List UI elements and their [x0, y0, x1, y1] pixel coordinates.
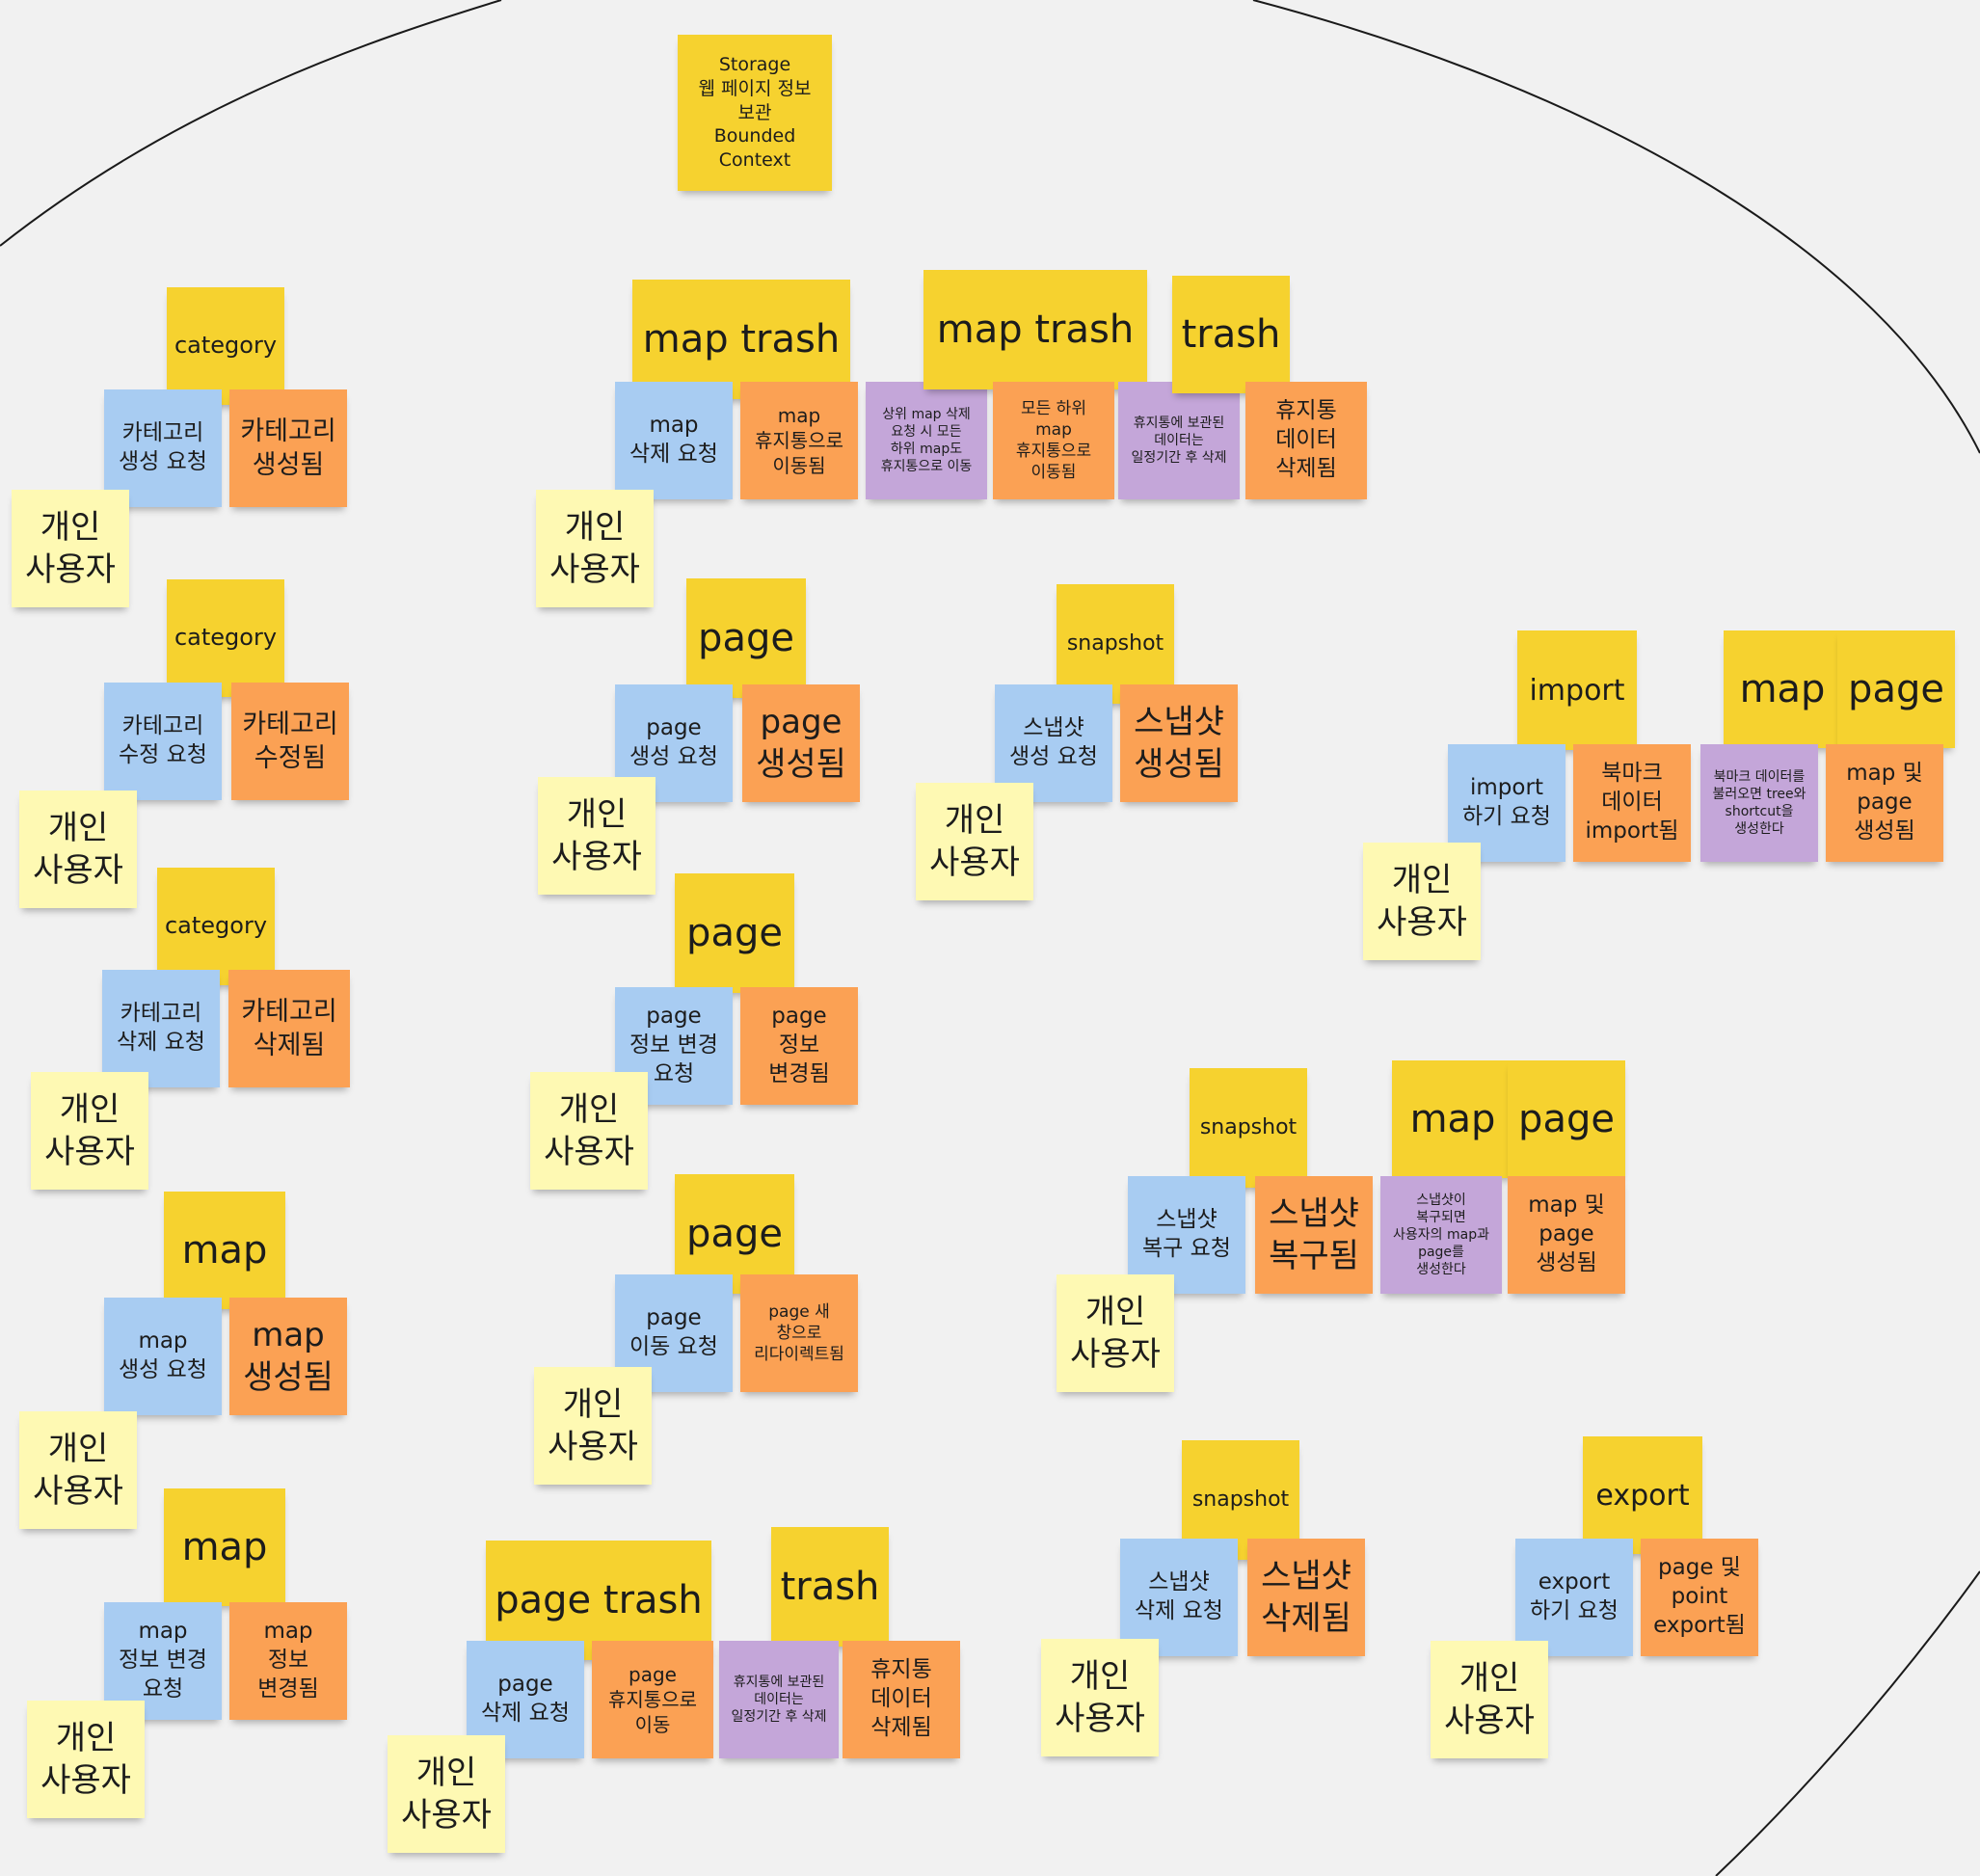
sticky-note-pg1-ag[interactable]: page: [686, 578, 806, 698]
sticky-note-pt-act[interactable]: 개인 사용자: [388, 1735, 505, 1853]
sticky-note-map2-evt[interactable]: map 정보 변경됨: [229, 1602, 347, 1720]
sticky-note-mt-evt3[interactable]: 휴지통 데이터 삭제됨: [1245, 382, 1367, 499]
sticky-note-mt-ag2[interactable]: map trash: [923, 270, 1147, 389]
sticky-note-sn2-cmd[interactable]: 스냅샷 복구 요청: [1128, 1176, 1245, 1294]
sticky-note-mt-evt2[interactable]: 모든 하위 map 휴지통으로 이동됨: [993, 382, 1114, 499]
sticky-note-mt-act[interactable]: 개인 사용자: [536, 490, 654, 607]
sticky-note-map2-act[interactable]: 개인 사용자: [27, 1701, 145, 1818]
sticky-note-im-ag3[interactable]: page: [1837, 630, 1955, 748]
sticky-note-cat2-evt[interactable]: 카테고리 수정됨: [231, 683, 349, 800]
sticky-note-sn3-cmd[interactable]: 스냅샷 삭제 요청: [1120, 1539, 1238, 1656]
sticky-note-map2-ag[interactable]: map: [164, 1488, 285, 1606]
sticky-note-pg2-act[interactable]: 개인 사용자: [530, 1072, 648, 1190]
sticky-note-context[interactable]: Storage 웹 페이지 정보 보관 Bounded Context: [678, 35, 832, 191]
sticky-note-pg3-evt[interactable]: page 새 창으로 리다이렉트됨: [740, 1274, 858, 1392]
sticky-note-mt-ag3[interactable]: trash: [1172, 276, 1290, 393]
sticky-note-sn2-ag3[interactable]: page: [1508, 1060, 1625, 1178]
sticky-note-pg2-evt[interactable]: page 정보 변경됨: [740, 987, 858, 1105]
sticky-note-sn2-ag[interactable]: snapshot: [1190, 1068, 1307, 1188]
sticky-note-im-pol[interactable]: 북마크 데이터를 불러오면 tree와 shortcut을 생성한다: [1700, 744, 1818, 862]
sticky-note-cat3-ag[interactable]: category: [157, 868, 275, 985]
sticky-note-im-ag[interactable]: import: [1517, 630, 1637, 750]
sticky-note-ex-ag[interactable]: export: [1583, 1436, 1702, 1554]
sticky-note-cat3-act[interactable]: 개인 사용자: [31, 1072, 148, 1190]
sticky-note-map2-cmd[interactable]: map 정보 변경 요청: [104, 1602, 222, 1720]
sticky-note-im-act[interactable]: 개인 사용자: [1363, 843, 1481, 960]
sticky-note-pg3-ag[interactable]: page: [675, 1174, 794, 1294]
sticky-note-im-cmd[interactable]: import 하기 요청: [1448, 744, 1565, 862]
sticky-note-pg1-act[interactable]: 개인 사용자: [538, 777, 656, 895]
sticky-note-ex-cmd[interactable]: export 하기 요청: [1515, 1539, 1633, 1656]
sticky-note-pt-ag1[interactable]: page trash: [486, 1541, 711, 1660]
sticky-note-cat2-ag[interactable]: category: [167, 579, 284, 697]
sticky-note-pt-pol[interactable]: 휴지통에 보관된 데이터는 일정기간 후 삭제: [719, 1641, 839, 1758]
sticky-note-sn3-evt[interactable]: 스냅샷 삭제됨: [1247, 1539, 1365, 1656]
sticky-note-sn2-pol[interactable]: 스냅샷이 복구되면 사용자의 map과 page를 생성한다: [1380, 1176, 1502, 1294]
sticky-note-cat2-act[interactable]: 개인 사용자: [19, 791, 137, 908]
sticky-note-mt-cmd[interactable]: map 삭제 요청: [615, 382, 733, 499]
sticky-note-pt-cmd[interactable]: page 삭제 요청: [467, 1641, 584, 1758]
sticky-note-map1-cmd[interactable]: map 생성 요청: [104, 1298, 222, 1415]
sticky-note-im-evt[interactable]: 북마크 데이터 import됨: [1573, 744, 1691, 862]
sticky-note-mt-pol1[interactable]: 상위 map 삭제 요청 시 모든 하위 map도 휴지통으로 이동: [866, 382, 987, 499]
sticky-note-pg1-evt[interactable]: page 생성됨: [742, 684, 860, 802]
sticky-note-cat1-evt[interactable]: 카테고리 생성됨: [229, 389, 347, 507]
sticky-note-map1-ag[interactable]: map: [164, 1192, 285, 1309]
sticky-note-pt-evt2[interactable]: 휴지통 데이터 삭제됨: [843, 1641, 960, 1758]
sticky-note-sn1-act[interactable]: 개인 사용자: [916, 783, 1033, 900]
sticky-note-mt-evt1[interactable]: map 휴지통으로 이동됨: [740, 382, 858, 499]
sticky-note-sn2-evt[interactable]: 스냅샷 복구됨: [1255, 1176, 1373, 1294]
sticky-note-sn2-evt2[interactable]: map 및 page 생성됨: [1508, 1176, 1625, 1294]
sticky-note-sn1-evt[interactable]: 스냅샷 생성됨: [1120, 684, 1238, 802]
sticky-note-sn2-ag2[interactable]: map: [1392, 1060, 1513, 1178]
sticky-note-sn1-ag[interactable]: snapshot: [1057, 584, 1174, 704]
sticky-note-map1-act[interactable]: 개인 사용자: [19, 1411, 137, 1529]
sticky-note-ex-evt[interactable]: page 및 point export됨: [1641, 1539, 1758, 1656]
sticky-note-pg3-act[interactable]: 개인 사용자: [534, 1367, 652, 1485]
sticky-note-cat1-act[interactable]: 개인 사용자: [12, 490, 129, 607]
sticky-note-cat3-cmd[interactable]: 카테고리 삭제 요청: [102, 970, 220, 1087]
sticky-note-mt-pol2[interactable]: 휴지통에 보관된 데이터는 일정기간 후 삭제: [1118, 382, 1240, 499]
sticky-note-map1-evt[interactable]: map 생성됨: [229, 1298, 347, 1415]
sticky-note-sn1-cmd[interactable]: 스냅샷 생성 요청: [995, 684, 1112, 802]
sticky-note-mt-ag1[interactable]: map trash: [632, 280, 850, 399]
sticky-note-sn3-act[interactable]: 개인 사용자: [1041, 1639, 1159, 1756]
sticky-note-im-ag2[interactable]: map: [1724, 630, 1841, 748]
sticky-note-cat3-evt[interactable]: 카테고리 삭제됨: [228, 970, 350, 1087]
sticky-note-pt-evt1[interactable]: page 휴지통으로 이동: [592, 1641, 713, 1758]
sticky-note-cat2-cmd[interactable]: 카테고리 수정 요청: [104, 683, 222, 800]
sticky-note-sn2-act[interactable]: 개인 사용자: [1057, 1274, 1174, 1392]
sticky-note-ex-act[interactable]: 개인 사용자: [1431, 1641, 1548, 1758]
sticky-note-cat1-cmd[interactable]: 카테고리 생성 요청: [104, 389, 222, 507]
sticky-note-im-evt2[interactable]: map 및 page 생성됨: [1826, 744, 1943, 862]
sticky-note-pt-ag2[interactable]: trash: [771, 1527, 889, 1647]
sticky-note-cat1-ag[interactable]: category: [167, 287, 284, 405]
sticky-note-pg2-ag[interactable]: page: [675, 873, 794, 993]
